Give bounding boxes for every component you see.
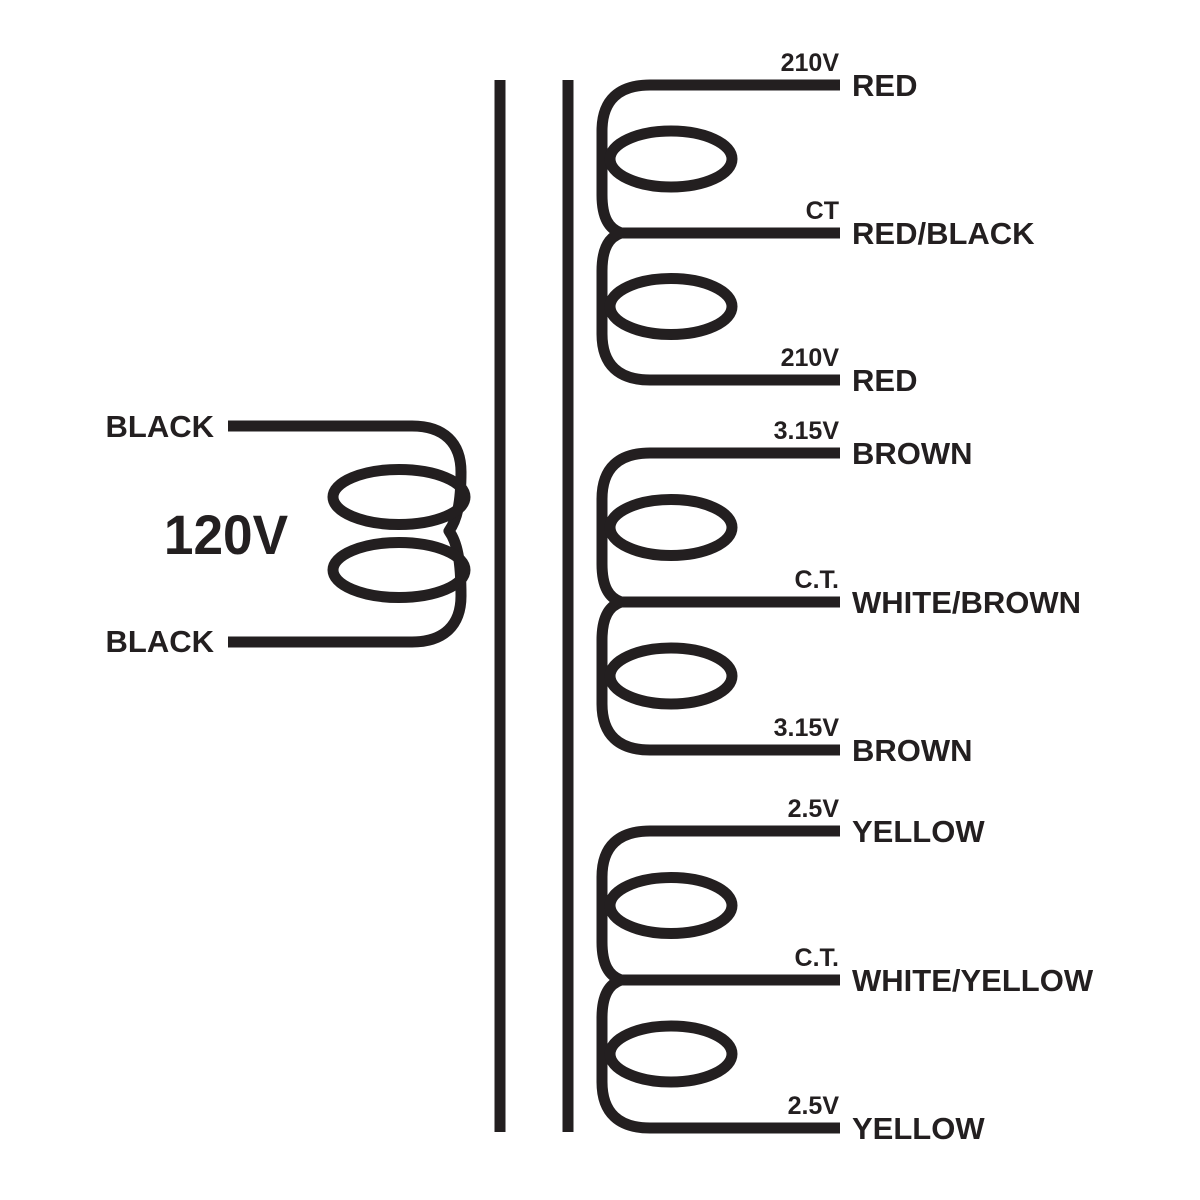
tap-color-label: WHITE/BROWN <box>852 585 1081 620</box>
tap-color-label: RED <box>852 68 917 103</box>
secondary-turn-loop <box>604 642 738 710</box>
tap-color-label: BROWN <box>852 436 973 471</box>
tap-color-label: WHITE/YELLOW <box>852 963 1094 998</box>
tap-voltage-label: 210V <box>781 344 840 372</box>
secondary-winding-210v: 210V RED CT RED/BLACK 210V RED <box>596 49 1035 398</box>
transformer-core <box>494 80 574 1132</box>
tap-color-label: YELLOW <box>852 814 985 849</box>
secondary-turn-loop <box>604 1020 738 1088</box>
primary-top-lead-label: BLACK <box>106 409 215 444</box>
secondary-turn-loop <box>604 494 738 561</box>
primary-turn-loop <box>327 464 471 530</box>
tap-voltage-label: 2.5V <box>788 795 840 823</box>
secondary-turn-loop <box>604 273 738 340</box>
tap-color-label: RED <box>852 363 917 398</box>
primary-voltage-label: 120V <box>164 504 289 567</box>
tap-voltage-label: C.T. <box>795 944 839 972</box>
primary-turn-loop <box>327 537 471 603</box>
secondary-winding-3_15v: 3.15V BROWN C.T. WHITE/BROWN 3.15V BROWN <box>596 417 1081 768</box>
secondary-turn-loop <box>604 125 738 193</box>
tap-color-label: YELLOW <box>852 1111 985 1146</box>
tap-voltage-label: 2.5V <box>788 1092 840 1120</box>
primary-bottom-lead-label: BLACK <box>106 624 215 659</box>
tap-voltage-label: 3.15V <box>774 417 840 445</box>
primary-winding: BLACK BLACK 120V <box>106 409 471 659</box>
secondary-winding-2_5v: 2.5V YELLOW C.T. WHITE/YELLOW 2.5V YELLO… <box>596 795 1094 1146</box>
primary-coil-wire <box>228 420 467 648</box>
tap-voltage-label: CT <box>806 197 839 225</box>
tap-color-label: RED/BLACK <box>852 216 1035 251</box>
tap-voltage-label: 210V <box>781 49 840 77</box>
tap-voltage-label: 3.15V <box>774 714 840 742</box>
secondary-turn-loop <box>604 872 738 939</box>
tap-voltage-label: C.T. <box>795 566 839 594</box>
tap-color-label: BROWN <box>852 733 973 768</box>
